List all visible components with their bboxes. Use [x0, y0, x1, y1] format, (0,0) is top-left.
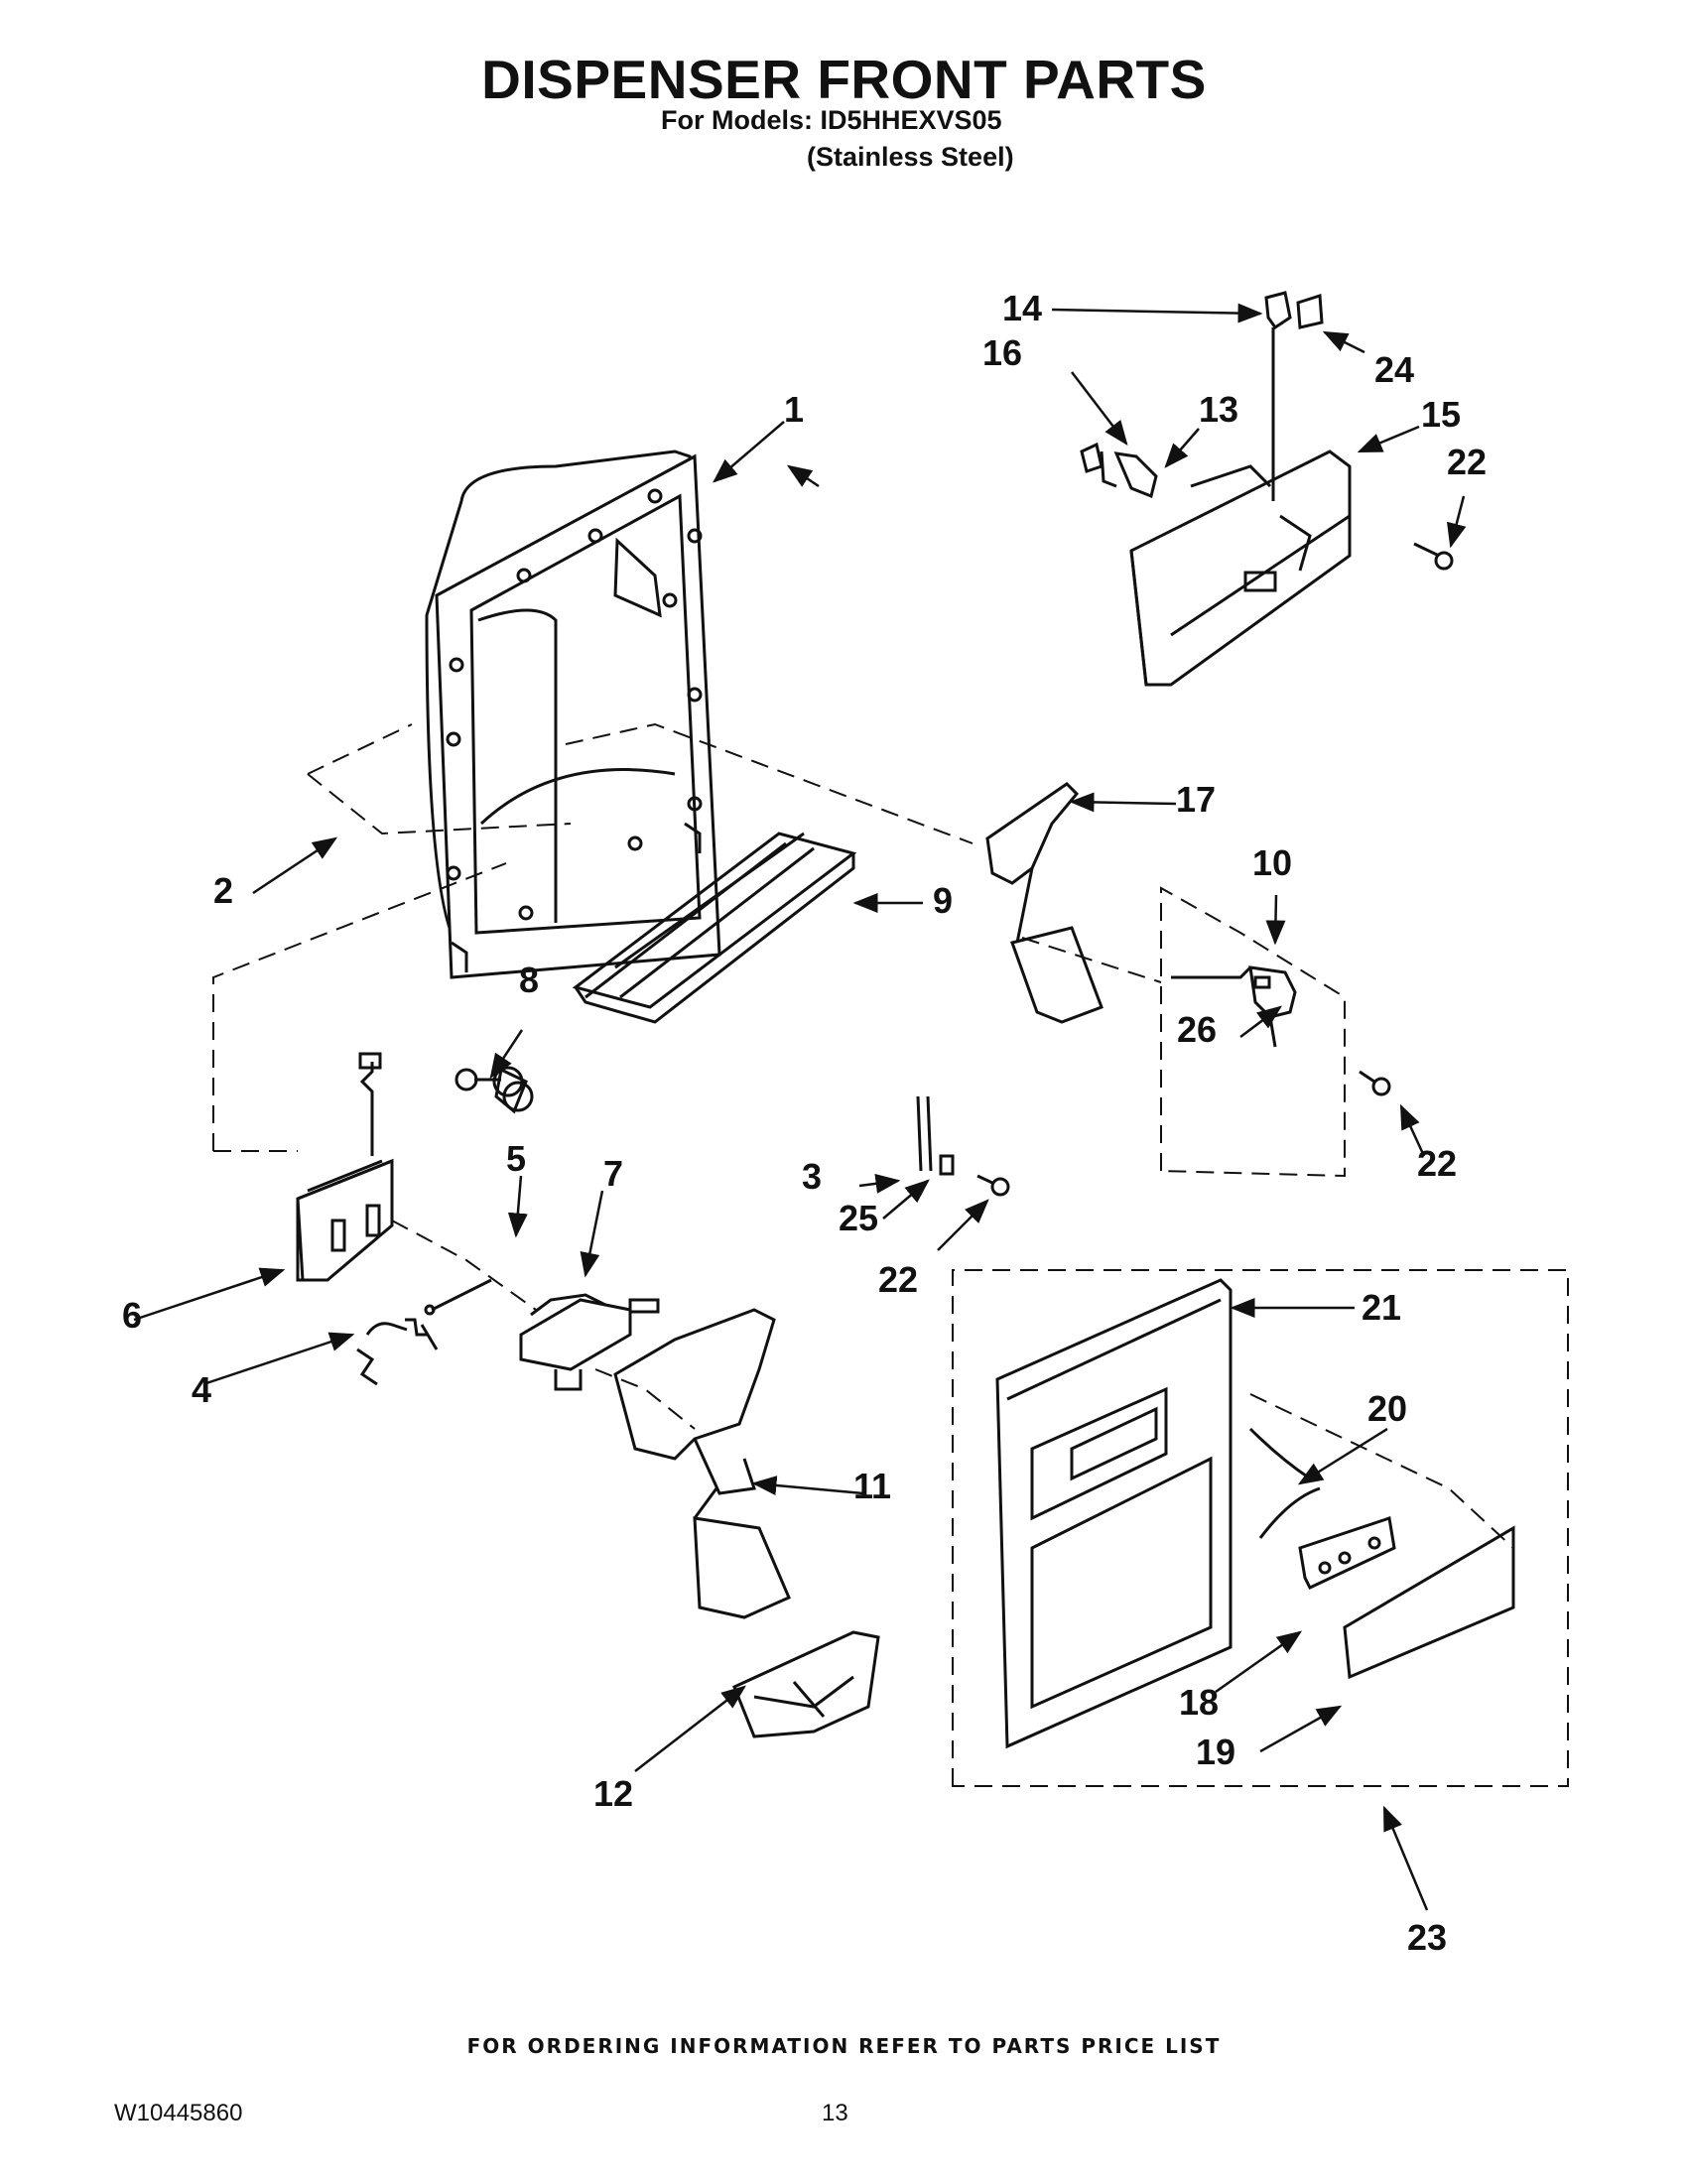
control-module-part — [296, 1052, 394, 1282]
callout-11: 11 — [853, 1466, 891, 1506]
small-parts-top — [1080, 291, 1324, 501]
upper-bracket-part — [1129, 450, 1352, 687]
callout-7: 7 — [603, 1153, 623, 1194]
callout-23: 23 — [1407, 1917, 1447, 1958]
callout-15: 15 — [1421, 394, 1461, 435]
callout-22-middle: 22 — [878, 1259, 918, 1300]
water-lever-part — [985, 782, 1104, 1024]
callout-1: 1 — [784, 389, 804, 430]
callout-6: 6 — [122, 1295, 142, 1336]
document-number: W10445860 — [114, 2100, 243, 2126]
ordering-note: FOR ORDERING INFORMATION REFER TO PARTS … — [466, 2034, 1222, 2058]
dashed-guides — [212, 722, 1569, 1787]
page-number: 13 — [822, 2100, 848, 2126]
dispenser-housing-part — [425, 450, 721, 979]
callout-labels: 1 2 3 4 5 6 7 8 9 10 11 12 13 14 15 16 1… — [122, 288, 1487, 1958]
callout-25: 25 — [839, 1198, 878, 1238]
lever-assembly-part — [1171, 965, 1297, 1048]
dispenser-panel-assembly — [995, 1278, 1515, 1749]
models-line: For Models: ID5HHEXVS05 — [661, 105, 1002, 135]
callout-19: 19 — [1196, 1732, 1235, 1772]
callout-26: 26 — [1177, 1009, 1217, 1050]
callout-22-right: 22 — [1417, 1143, 1457, 1184]
callout-5: 5 — [506, 1138, 526, 1179]
leader-arrows — [133, 303, 1467, 1911]
actuator-part — [519, 1293, 660, 1391]
callout-13: 13 — [1199, 389, 1238, 430]
callout-2: 2 — [213, 870, 233, 911]
callout-20: 20 — [1367, 1388, 1407, 1429]
callout-24: 24 — [1374, 349, 1414, 390]
callout-8: 8 — [519, 960, 539, 1000]
callout-17: 17 — [1176, 779, 1216, 820]
callout-4: 4 — [192, 1369, 211, 1410]
callout-9: 9 — [933, 880, 953, 921]
drip-tray-part — [572, 832, 857, 1024]
callout-14: 14 — [1002, 288, 1042, 328]
callout-10: 10 — [1252, 842, 1292, 883]
callout-16: 16 — [982, 332, 1022, 373]
pivot-pin-part — [424, 1278, 492, 1316]
screws-part — [916, 542, 1454, 1197]
callout-21: 21 — [1362, 1287, 1401, 1328]
finish-line: (Stainless Steel) — [807, 142, 1014, 172]
ice-chute-part — [732, 1630, 880, 1738]
spring-part — [356, 1318, 439, 1386]
callout-18: 18 — [1179, 1682, 1219, 1723]
callout-12: 12 — [593, 1773, 633, 1814]
callout-22-upper: 22 — [1447, 442, 1487, 482]
ice-lever-arm-part — [613, 1308, 791, 1619]
callout-3: 3 — [802, 1156, 822, 1197]
page-title: DISPENSER FRONT PARTS — [481, 49, 1207, 110]
